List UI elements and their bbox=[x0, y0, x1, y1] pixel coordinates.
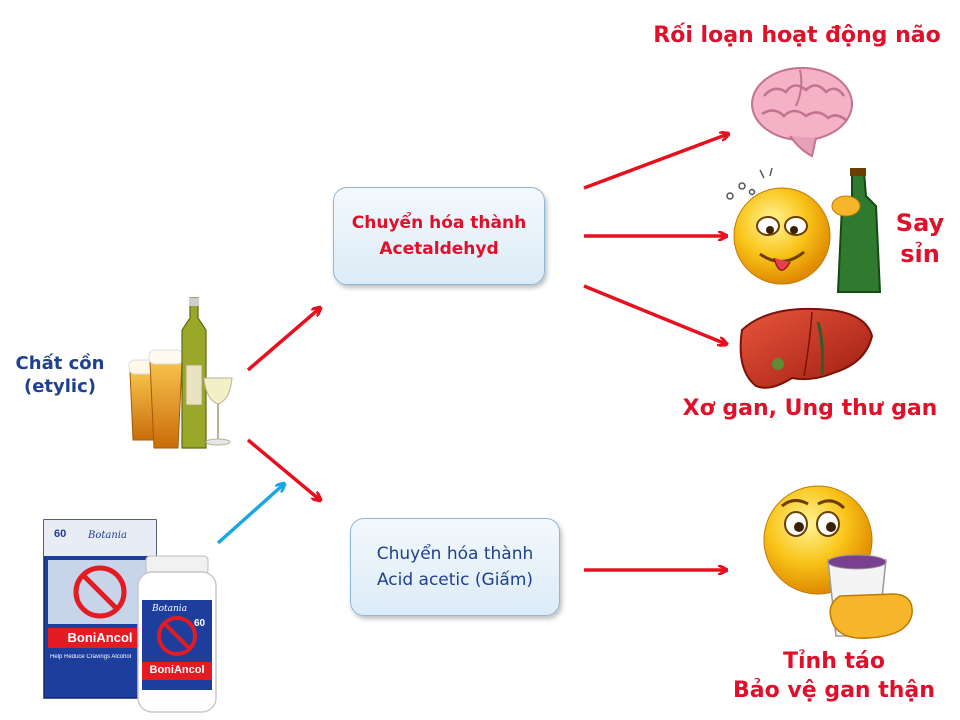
drunk-emoji bbox=[726, 167, 882, 293]
process-acetaldehyd-box: Chuyển hóa thành Acetaldehyd bbox=[333, 187, 545, 285]
source-label-line2: (etylic) bbox=[23, 376, 96, 398]
outcome-drunk-line2: sỉn bbox=[900, 240, 940, 269]
product-illustration bbox=[43, 519, 217, 713]
outcome-alert-line2: Bảo vệ gan thận bbox=[733, 677, 935, 703]
outcome-drunk-line1: Say bbox=[895, 209, 945, 237]
arrow-to-brain bbox=[583, 134, 728, 190]
arrow-product-to-process bbox=[216, 484, 284, 545]
liver-illustration bbox=[739, 307, 874, 389]
arrow-source-to-acetaldehyd bbox=[246, 308, 320, 372]
product-maker-label: Botania bbox=[88, 530, 127, 541]
process-acetic-line1: Chuyển hóa thành bbox=[376, 543, 534, 564]
bottle-maker-label: Botania bbox=[152, 604, 188, 614]
brain-illustration bbox=[751, 67, 853, 158]
outcome-drunk-label: Say sỉn bbox=[880, 208, 960, 270]
outcome-liver-label: Xơ gan, Ung thư gan bbox=[682, 396, 938, 421]
process-acetaldehyd-line2: Acetaldehyd bbox=[379, 239, 499, 259]
product-brand-label: BoniAncol bbox=[67, 630, 133, 645]
bottle-brand-label: BoniAncol bbox=[149, 664, 205, 676]
arrow-source-to-acetic bbox=[246, 438, 320, 500]
arrows bbox=[216, 134, 728, 570]
drinks-illustration bbox=[128, 297, 233, 449]
bottle-count-label: 60 bbox=[194, 618, 206, 629]
process-acetic-line2: Acid acetic (Giấm) bbox=[376, 570, 534, 590]
outcome-alert-label: Tỉnh táo Bảo vệ gan thận bbox=[712, 648, 956, 705]
source-label-line1: Chất cồn bbox=[15, 353, 105, 374]
process-acetic-box: Chuyển hóa thành Acid acetic (Giấm) bbox=[350, 518, 560, 616]
alert-emoji bbox=[763, 485, 913, 639]
product-tagline-label: Help Reduce Cravings Alcohol bbox=[50, 654, 132, 660]
source-label: Chất cồn (etylic) bbox=[4, 352, 116, 399]
process-acetaldehyd-line1: Chuyển hóa thành bbox=[351, 212, 527, 233]
outcome-alert-line1: Tỉnh táo bbox=[782, 649, 885, 674]
outcome-brain-label: Rối loạn hoạt động não bbox=[653, 23, 941, 48]
arrow-to-liver bbox=[583, 284, 726, 344]
product-count-label: 60 bbox=[54, 528, 67, 540]
